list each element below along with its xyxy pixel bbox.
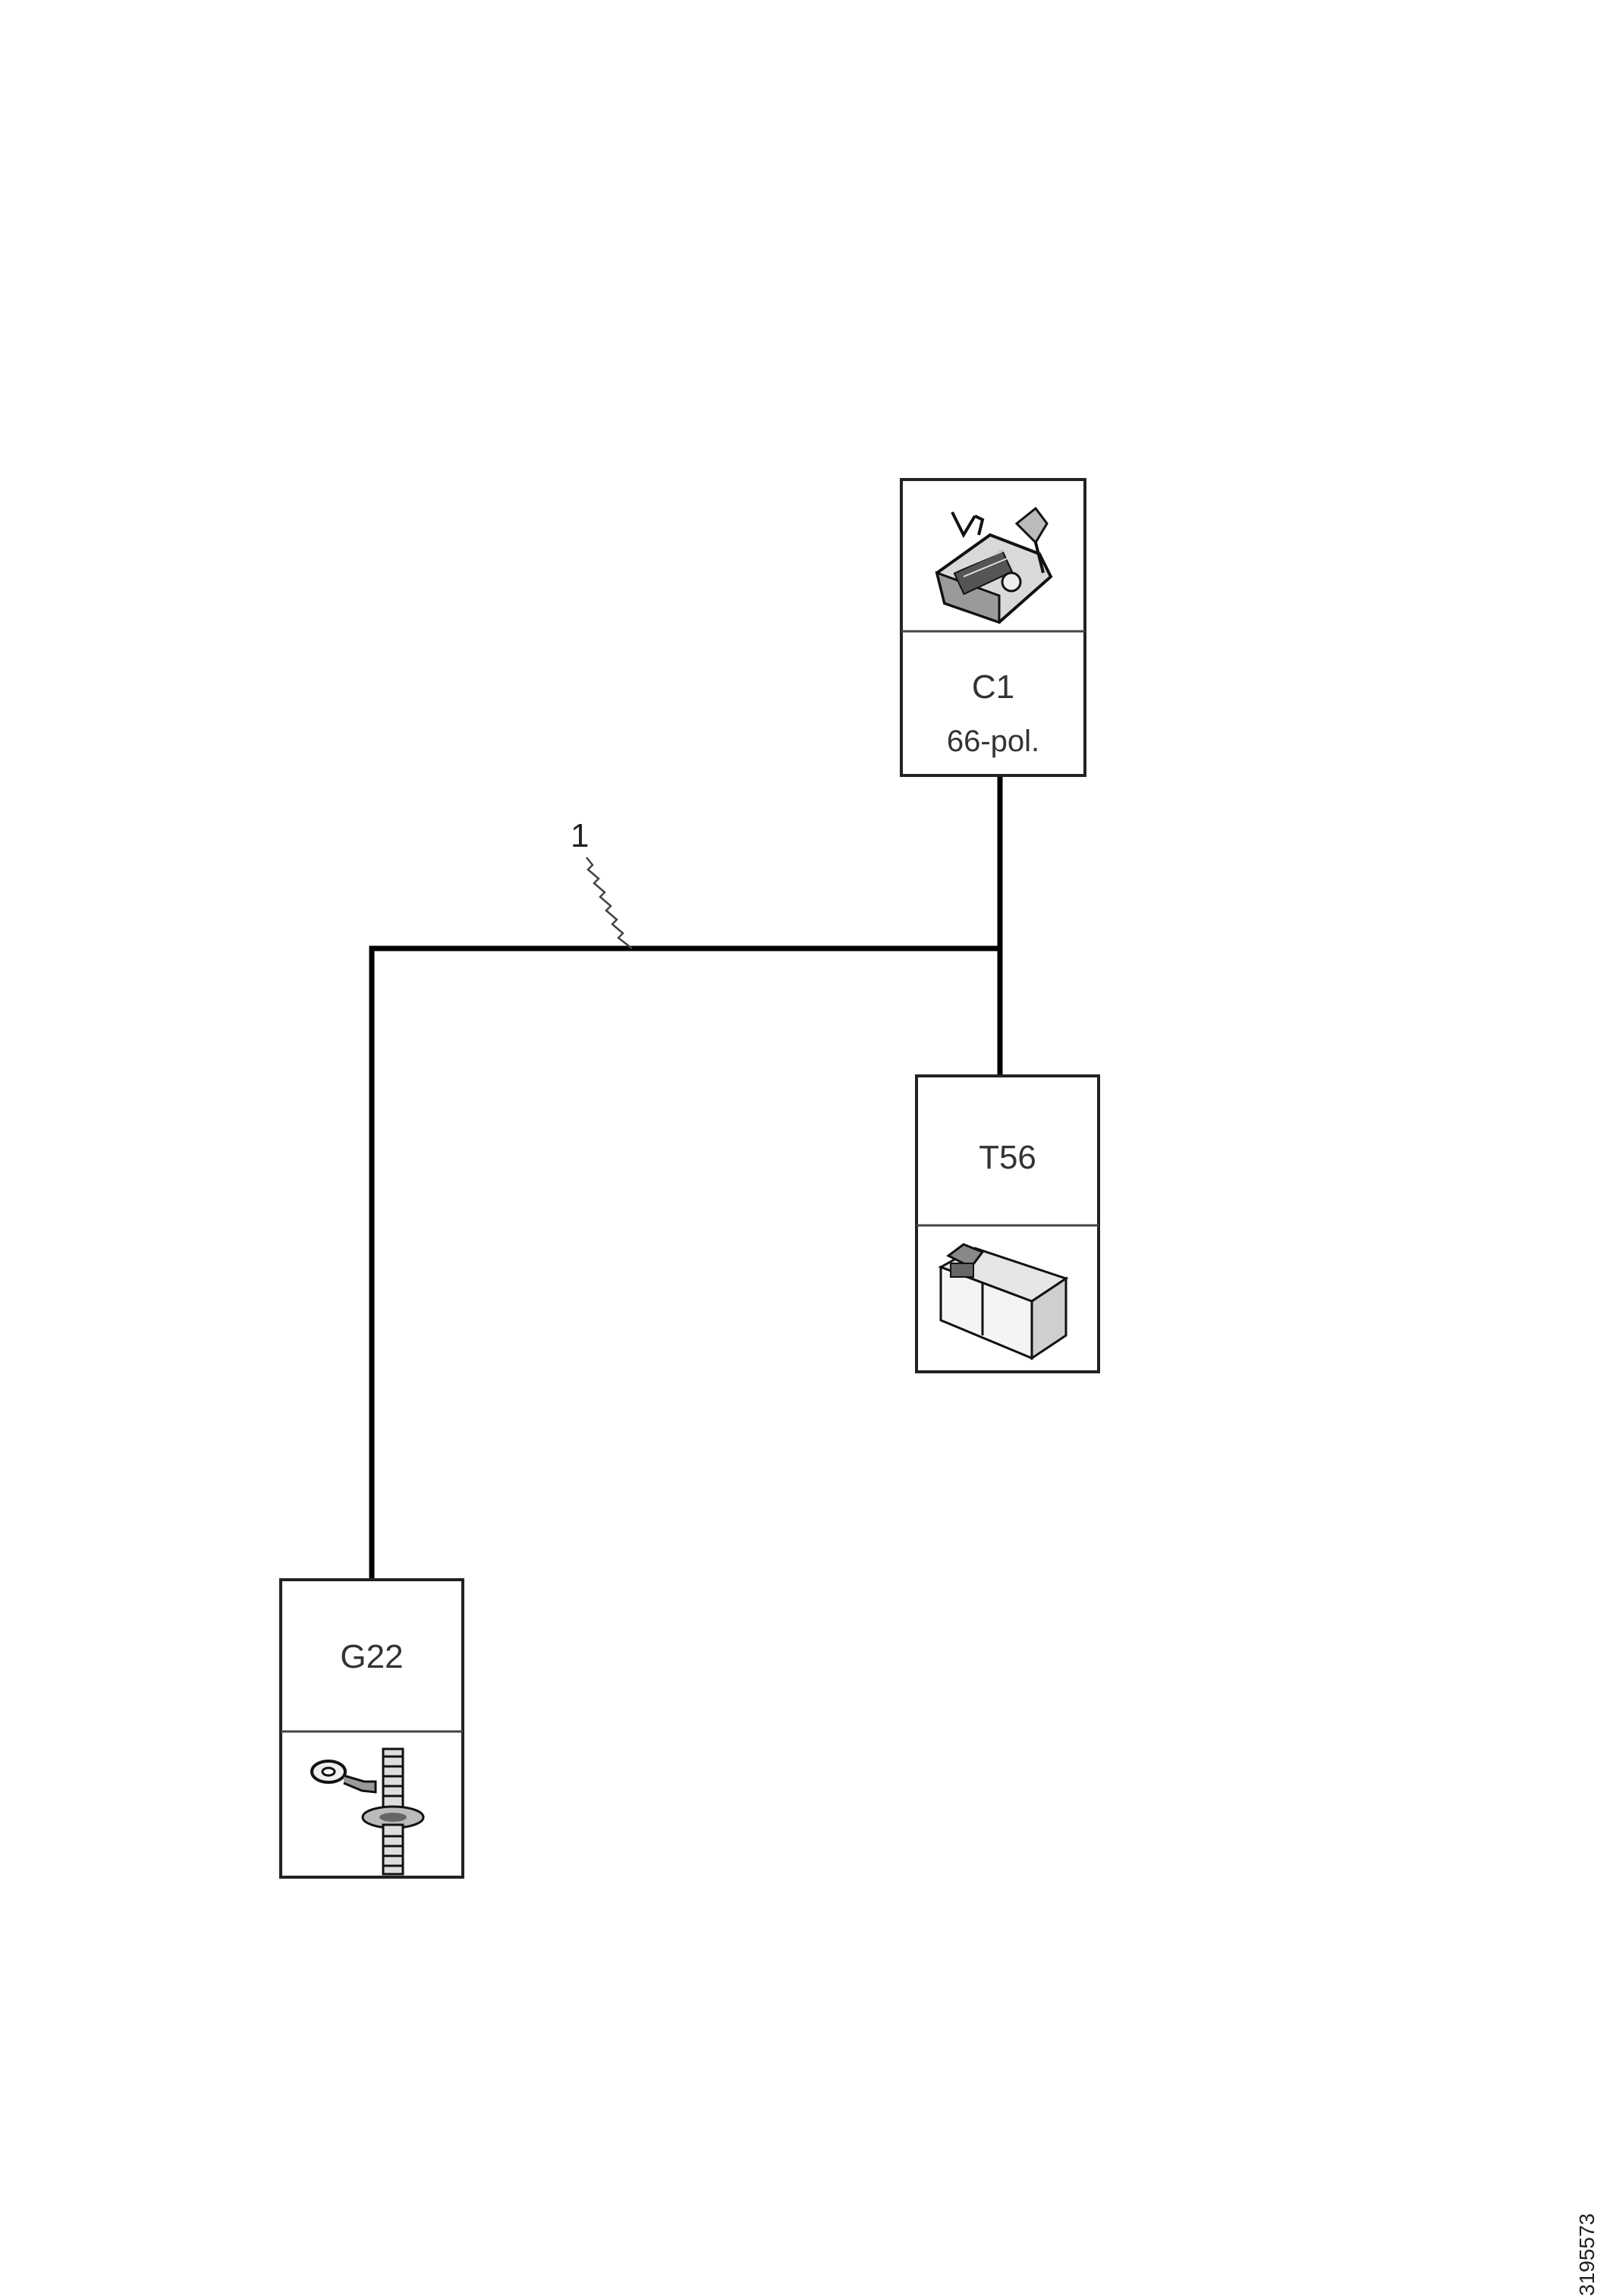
ground-stud-icon — [310, 1747, 425, 1876]
document-number: 3195573 — [1575, 2213, 1599, 2296]
wire-callout-number: 1 — [571, 817, 589, 854]
connector-c1-label: C1 — [972, 668, 1014, 706]
wire-callout: 1 — [571, 817, 633, 949]
callout-leader — [586, 857, 633, 949]
connector-c1-pin-count: 66-pol. — [947, 725, 1039, 758]
connector-g22-label: G22 — [340, 1638, 403, 1675]
connector-c1[interactable]: C1 66-pol. — [900, 478, 1086, 777]
connector-g22[interactable]: G22 — [279, 1578, 464, 1879]
connector-t56[interactable]: T56 — [915, 1074, 1100, 1373]
connector-t56-label: T56 — [979, 1139, 1036, 1176]
inline-connector-icon — [938, 1243, 1069, 1360]
multi-pin-connector-icon — [935, 506, 1053, 624]
wire-harness-1 — [369, 772, 1003, 1583]
